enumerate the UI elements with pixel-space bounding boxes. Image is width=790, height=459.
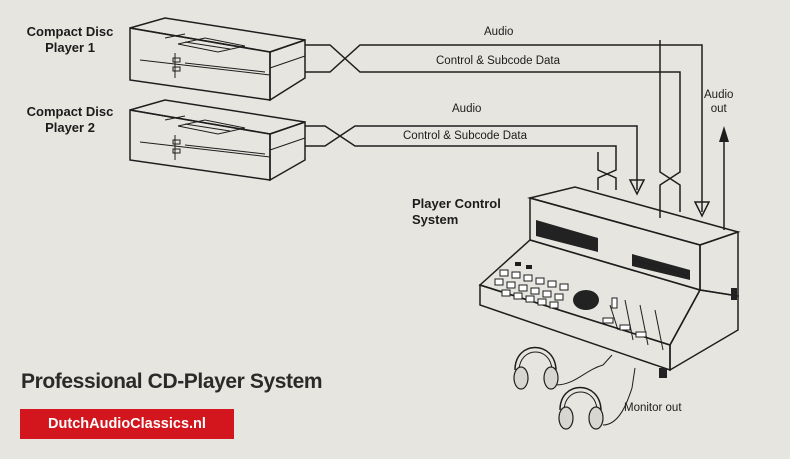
cd-player-1-drawing [129, 17, 306, 102]
audio-2-label: Audio [452, 103, 482, 115]
player-2-wiring [305, 125, 646, 196]
control-1-label: Control & Subcode Data [436, 55, 561, 67]
player-2-label: Compact Disc Player 2 [26, 104, 114, 135]
control-system-label: Player Control System [412, 196, 501, 227]
brand-badge[interactable]: DutchAudioClassics.nl [20, 409, 234, 439]
control-2-label: Control & Subcode Data [403, 130, 528, 142]
audio-out-arrow [719, 126, 729, 230]
player-1-label: Compact Disc Player 1 [26, 24, 114, 55]
monitor-out-label: Monitor out [624, 402, 682, 414]
player-1-wiring [305, 40, 711, 218]
cd-player-2-drawing [129, 99, 306, 182]
page-title: Professional CD-Player System [21, 370, 323, 393]
headphones-drawing [513, 346, 636, 430]
audio-out-label: Audio out [704, 89, 734, 115]
control-console-drawing [478, 186, 741, 378]
audio-1-label: Audio [484, 26, 514, 38]
